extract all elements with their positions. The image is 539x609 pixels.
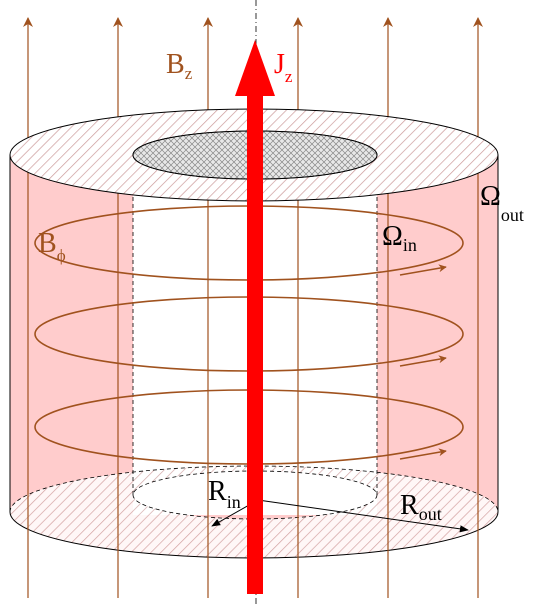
r-out-label: Rout: [400, 490, 442, 524]
omega-in-label: Ωin: [382, 221, 417, 255]
bz-field-lines: [23, 17, 483, 598]
omega-out-label: Ωout: [480, 181, 524, 225]
bphi-label: Bϕ: [38, 228, 66, 265]
jz-arrow-head: [235, 40, 275, 96]
r-out-arrow: [257, 499, 469, 533]
jz-arrow-shaft: [247, 88, 263, 594]
jz-label: Jz: [274, 49, 293, 86]
bottom-annulus: [10, 466, 498, 558]
bz-label: Bz: [166, 49, 193, 83]
r-in-label: Rin: [208, 476, 241, 512]
